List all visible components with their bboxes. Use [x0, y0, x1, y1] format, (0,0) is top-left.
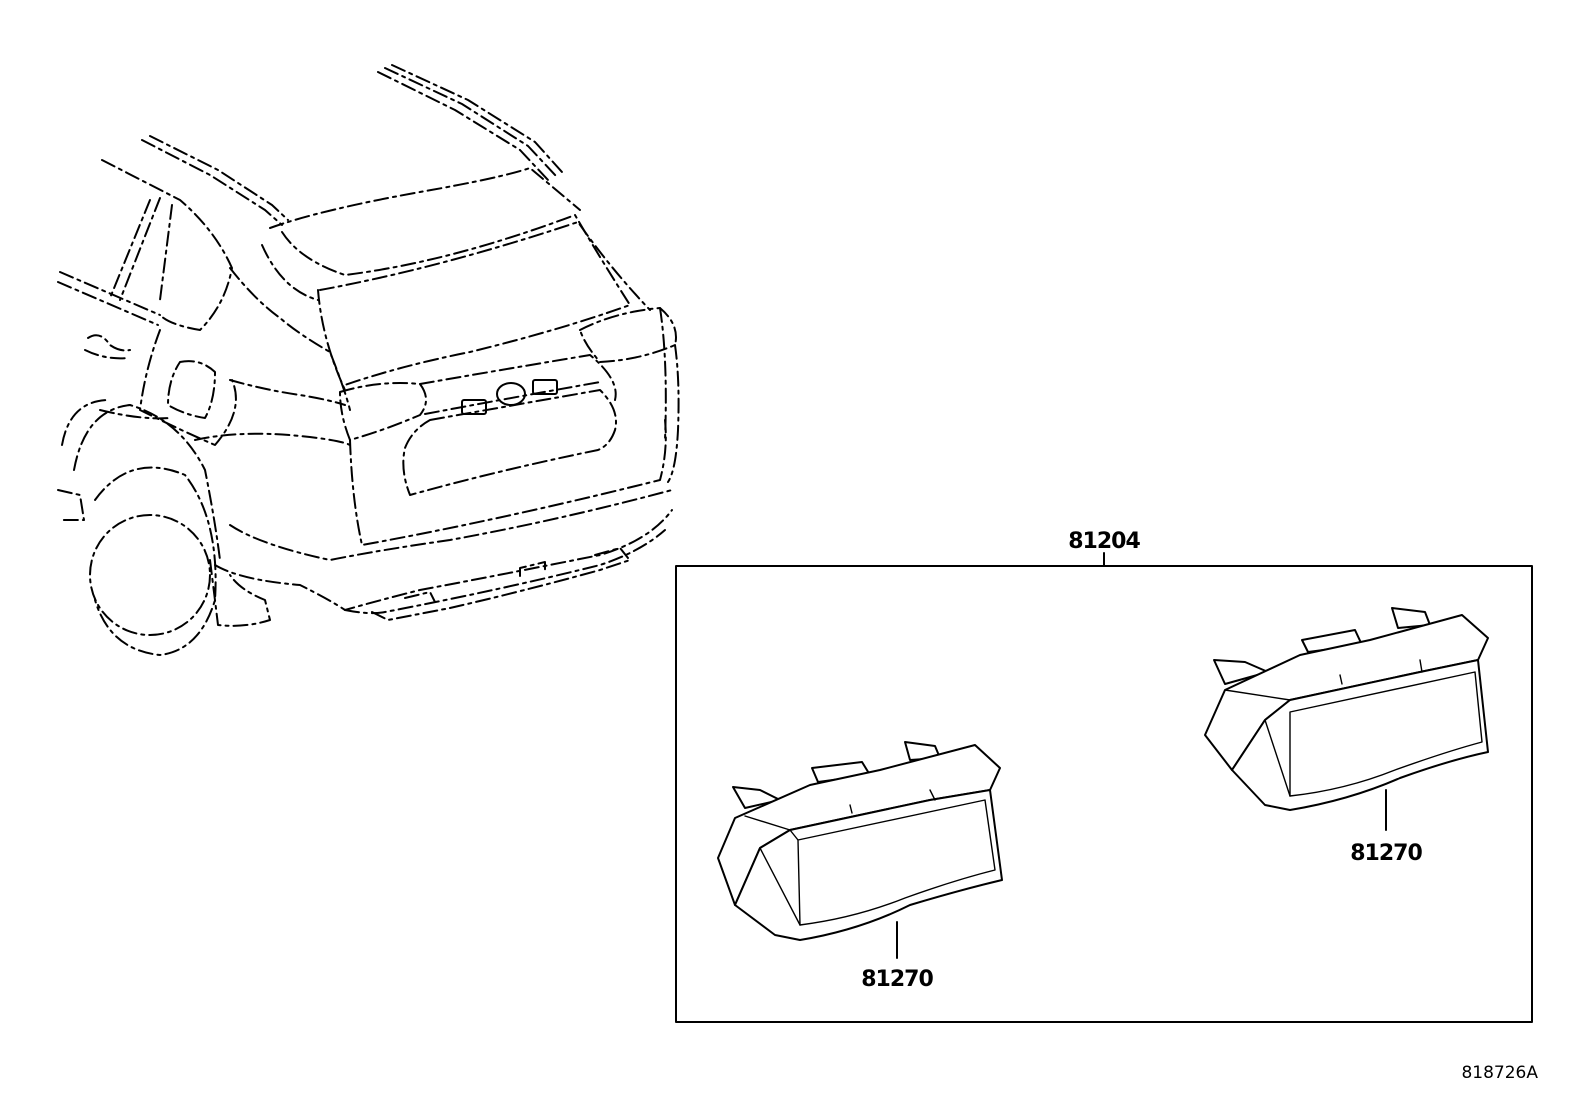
- vehicle-outline: [57, 64, 680, 656]
- license-lamp-right: [1204, 607, 1489, 831]
- figure-code: 818726A: [1461, 1063, 1538, 1083]
- lamp-left-part-number: 81270: [861, 967, 933, 992]
- assembly-part-number: 81204: [1068, 529, 1140, 554]
- assembly-box: [675, 552, 1533, 1023]
- lamp-right-part-number: 81270: [1350, 841, 1422, 866]
- license-lamp-left: [717, 741, 1003, 959]
